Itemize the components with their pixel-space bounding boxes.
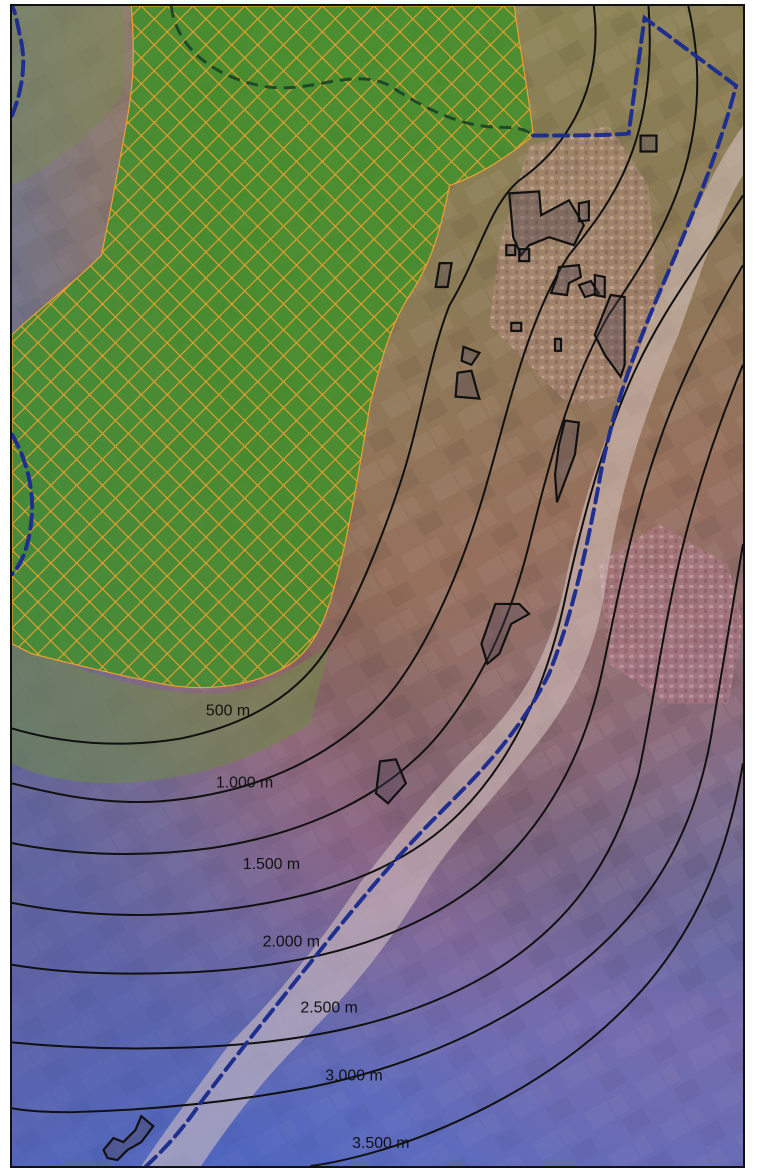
- parcel: [505, 244, 517, 257]
- buffer-ring-outer: [310, 763, 743, 1166]
- parcel: [639, 134, 658, 153]
- parcel: [553, 419, 581, 503]
- parcel: [434, 262, 453, 289]
- buffer-label-2000: 2.000 m: [263, 934, 320, 951]
- buffer-ring-2500: [12, 264, 743, 975]
- parcel: [518, 248, 531, 263]
- parcel: [553, 337, 563, 352]
- parcel: [549, 263, 583, 297]
- map-frame: 500 m 1.000 m 1.500 m 2.000 m 2.500 m 3.…: [10, 4, 745, 1168]
- parcel: [510, 321, 523, 332]
- protected-area-hatch: [12, 6, 534, 688]
- greenfield-southwest: [12, 643, 331, 784]
- internal-boundary: [169, 6, 535, 137]
- parcel: [460, 345, 482, 367]
- parcel: [593, 293, 626, 380]
- buffer-label-1500: 1.500 m: [243, 856, 300, 873]
- parcel: [593, 273, 606, 299]
- admin-boundary-west-north: [12, 6, 26, 118]
- buffer-ring-3000: [12, 364, 743, 1050]
- parcel: [577, 199, 590, 223]
- parcel: [374, 758, 408, 805]
- buffer-ring-500: [12, 6, 597, 745]
- map-canvas: 500 m 1.000 m 1.500 m 2.000 m 2.500 m 3.…: [12, 6, 743, 1166]
- buffer-label-3500: 3.500 m: [352, 1135, 409, 1152]
- town-area-east-texture: [598, 524, 743, 704]
- admin-boundary: [12, 6, 739, 1166]
- buffer-ring-2000: [12, 194, 743, 916]
- parcel: [102, 1114, 155, 1162]
- buffer-ring-1500: [12, 6, 699, 855]
- buffer-label-500: 500 m: [206, 703, 250, 720]
- parcel: [454, 369, 482, 400]
- buffer-label-1000: 1.000 m: [216, 774, 273, 791]
- buffer-label-2500: 2.500 m: [300, 1000, 357, 1017]
- buffer-ring-1000: [12, 6, 651, 804]
- protected-area-west-strip: [12, 6, 126, 186]
- buffer-label-3000: 3.000 m: [325, 1067, 382, 1084]
- buffer-rings: [12, 6, 743, 1166]
- parcels: [102, 134, 658, 1162]
- parcel: [480, 602, 531, 666]
- admin-boundary-west-middle: [12, 432, 35, 577]
- admin-boundary-east: [144, 14, 739, 1166]
- buffer-ring-3500: [12, 543, 743, 1114]
